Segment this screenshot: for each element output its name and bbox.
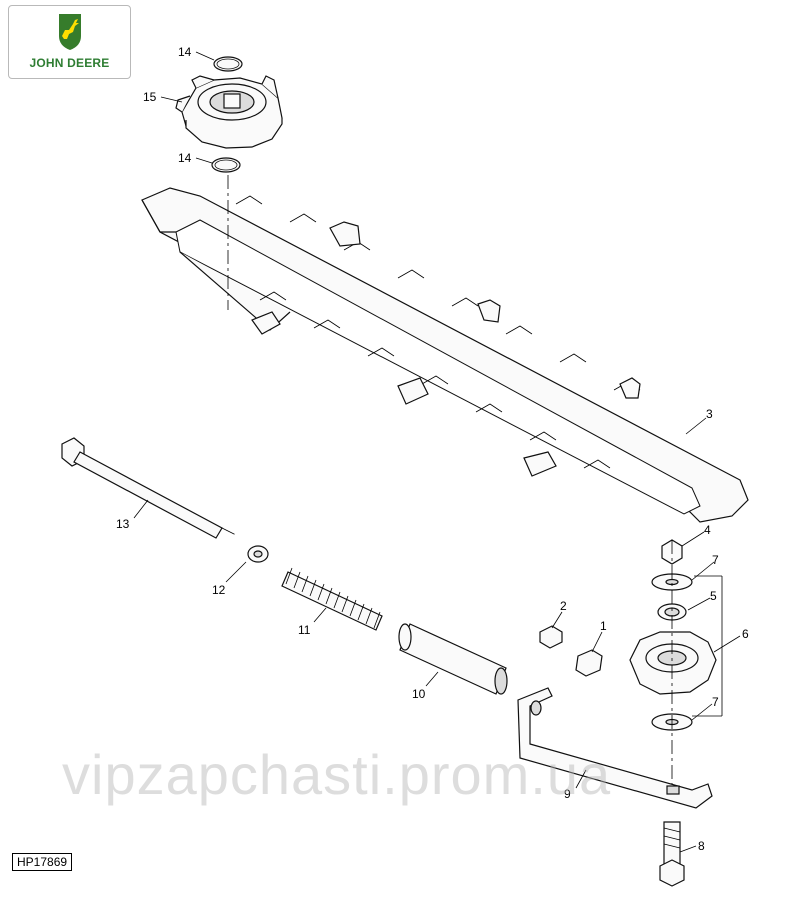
tensioner-bracket <box>517 687 713 809</box>
callout-labels: 14 15 14 3 4 7 5 6 7 8 9 10 11 12 13 2 1 <box>116 45 749 853</box>
callout-7-bottom: 7 <box>712 695 719 709</box>
snap-ring-bottom <box>211 157 241 173</box>
washer-12 <box>247 545 269 563</box>
callout-14-bottom: 14 <box>178 151 192 165</box>
callout-12: 12 <box>212 583 226 597</box>
long-bolt <box>61 437 237 539</box>
nut-2 <box>539 625 563 649</box>
callout-5: 5 <box>710 589 717 603</box>
callout-1: 1 <box>600 619 607 633</box>
upper-drive-sprocket <box>175 75 283 149</box>
callout-leaders <box>133 51 741 853</box>
john-deere-logo: JOHN DEERE <box>8 5 131 79</box>
callout-14-top: 14 <box>178 45 192 59</box>
callout-3: 3 <box>706 407 713 421</box>
callout-15: 15 <box>143 90 157 104</box>
figure-reference: HP17869 <box>12 853 73 871</box>
callout-4: 4 <box>704 523 711 537</box>
callout-9: 9 <box>564 787 571 801</box>
idler-sprocket <box>629 631 717 695</box>
deer-emblem-icon <box>59 14 81 50</box>
brand-name: JOHN DEERE <box>29 56 110 70</box>
callout-10: 10 <box>412 687 426 701</box>
callout-6: 6 <box>742 627 749 641</box>
square-nut-1 <box>575 649 603 677</box>
callout-7-top: 7 <box>712 553 719 567</box>
callout-2: 2 <box>560 599 567 613</box>
callout-13: 13 <box>116 517 130 531</box>
watermark: vipzapchasti.prom.ua <box>62 743 612 806</box>
callout-11: 11 <box>298 623 311 637</box>
compression-spring <box>281 567 383 631</box>
callout-8: 8 <box>698 839 705 853</box>
snap-ring-top <box>213 56 243 72</box>
spacer-tube <box>398 623 508 695</box>
gathering-chain <box>141 187 749 523</box>
bolt-8 <box>659 821 685 887</box>
